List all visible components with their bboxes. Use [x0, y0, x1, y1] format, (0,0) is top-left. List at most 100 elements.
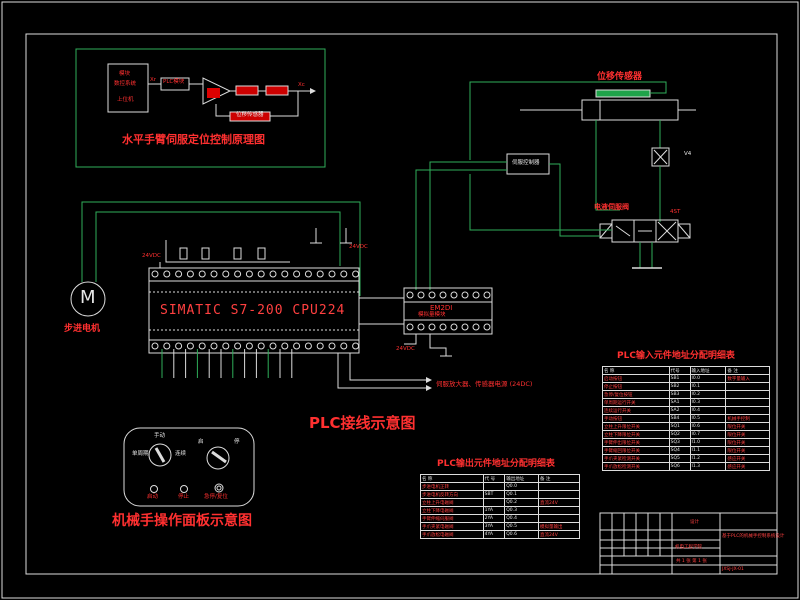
terminal-screw	[198, 270, 206, 278]
table-header-cell: 输入地址	[689, 366, 727, 375]
table-cell	[725, 382, 770, 391]
table-cell: SQ3	[668, 438, 691, 447]
operation-panel-drawing	[123, 427, 255, 507]
table-cell: 限位开关	[725, 446, 770, 455]
table-cell: 限位开关	[725, 438, 770, 447]
table-cell	[538, 482, 580, 491]
sw2-right: 停	[234, 439, 240, 445]
table-cell: SB4	[668, 414, 691, 423]
table-cell: 感应开关	[725, 454, 770, 463]
table-header-cell: 备 注	[725, 366, 770, 375]
terminal-screw	[352, 342, 360, 350]
mode-top: 手动	[154, 433, 166, 439]
table-header-cell: 代 号	[482, 474, 506, 483]
table-cell: 停止按钮	[602, 382, 670, 391]
terminal-screw	[461, 323, 469, 331]
table-cell: I0.6	[689, 422, 727, 431]
table-cell: SB3	[668, 390, 691, 399]
dc24-top: 24VDC	[142, 253, 161, 259]
table-cell: I1.0	[689, 438, 727, 447]
terminal-screw	[281, 270, 289, 278]
terminal-screw	[222, 342, 230, 350]
terminal-screw	[269, 270, 277, 278]
table-cell: 直流24V	[538, 530, 580, 539]
terminal-screw	[151, 342, 159, 350]
table-cell: 立柱下降限位开关	[602, 430, 670, 439]
terminal-screw	[293, 270, 301, 278]
terminal-screw	[257, 270, 265, 278]
terminal-screw	[439, 291, 447, 299]
table-cell	[482, 482, 506, 491]
table-cell: I1.1	[689, 446, 727, 455]
terminal-screw	[163, 270, 171, 278]
sw2-left: 启	[198, 439, 204, 445]
terminal-screw	[340, 270, 348, 278]
terminal-screw	[472, 291, 480, 299]
controller-label: 伺服控制器	[512, 160, 540, 166]
terminal-screw	[186, 342, 194, 350]
title-block-designer: 设计	[690, 520, 699, 525]
motor-label: 步进电机	[64, 324, 101, 334]
table-cell: 限位开关	[725, 422, 770, 431]
table-cell: Q0.3	[504, 506, 539, 515]
terminal-screw	[428, 323, 436, 331]
terminal-screw	[175, 342, 183, 350]
terminal-screw	[352, 270, 360, 278]
terminal-screw	[340, 342, 348, 350]
estop-button-label: 急停/复位	[204, 494, 228, 500]
sensor-label: 位移传感器	[597, 72, 643, 82]
terminal-screw	[151, 270, 159, 278]
table-cell: 立柱下降电磁阀	[420, 506, 484, 515]
host-label-1: 模块	[119, 71, 131, 77]
terminal-screw	[234, 270, 242, 278]
coil-label: 4ST	[670, 209, 681, 215]
terminal-screw	[281, 342, 289, 350]
table-cell: I0.2	[689, 390, 727, 399]
host-label-3: 上位机	[117, 97, 134, 103]
servo-valve-label: 电液伺服阀	[594, 203, 629, 211]
table-cell: SQ4	[668, 446, 691, 455]
table-cell	[725, 406, 770, 415]
servo-principle-diagram	[75, 48, 326, 168]
terminal-screw	[245, 270, 253, 278]
table-cell: SBT	[482, 490, 506, 499]
terminal-screw	[210, 342, 218, 350]
table-cell: 启动按钮	[602, 374, 670, 383]
table-cell: Q0.2	[504, 498, 539, 507]
table-cell: 手爪夹紧电磁阀	[420, 522, 484, 531]
terminal-screw	[257, 342, 265, 350]
plc-cpu224	[148, 228, 493, 391]
table-cell: 连续运行开关	[602, 406, 670, 415]
terminal-screw	[269, 342, 277, 350]
title-block-school: 机电工程学院	[675, 545, 702, 550]
stop-button-label: 停止	[178, 494, 190, 500]
table-cell: Q0.5	[504, 522, 539, 531]
dc24-right: 24VDC	[349, 244, 368, 250]
table-cell: Q0.1	[504, 490, 539, 499]
terminal-screw	[316, 270, 324, 278]
table-cell: 立柱上升电磁阀	[420, 498, 484, 507]
table-cell	[538, 506, 580, 515]
table-cell: 感应开关	[725, 462, 770, 471]
table-header-cell: 代号	[668, 366, 691, 375]
terminal-screw	[483, 291, 491, 299]
table-cell: I0.5	[689, 414, 727, 423]
terminal-screw	[293, 342, 301, 350]
terminal-screw	[428, 291, 436, 299]
table-cell: 手爪夹紧检测开关	[602, 454, 670, 463]
table-cell: SQ6	[668, 462, 691, 471]
terminal-screw	[210, 270, 218, 278]
table-cell: SQ2	[668, 430, 691, 439]
table-cell	[482, 498, 506, 507]
table-cell: 数字量输入	[725, 374, 770, 383]
